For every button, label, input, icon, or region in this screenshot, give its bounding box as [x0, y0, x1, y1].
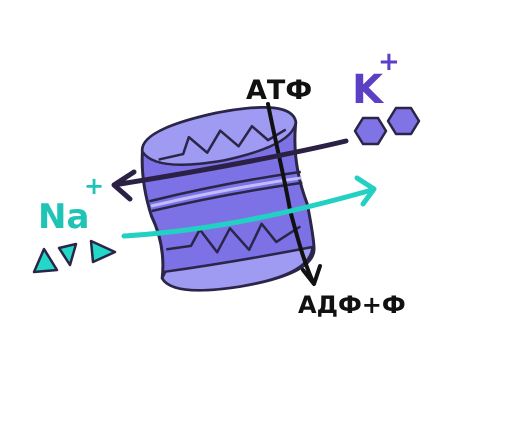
- potassium-charge: +: [378, 47, 400, 77]
- potassium-arrowhead: [111, 169, 137, 202]
- potassium-ions: [353, 106, 421, 146]
- triangle-icon: [89, 239, 117, 264]
- sodium-arrowhead: [354, 175, 377, 207]
- potassium-label: K: [352, 67, 385, 113]
- pump-protein: [140, 106, 316, 292]
- hexagon-icon: [386, 106, 421, 136]
- adp-label: АДФ+Ф: [298, 291, 406, 319]
- triangle-icon: [57, 242, 78, 267]
- hexagon-icon: [353, 116, 388, 146]
- sodium-charge: +: [84, 172, 104, 200]
- sodium-label: Na: [38, 197, 89, 237]
- sodium-ions: [32, 239, 117, 274]
- atp-label: АТФ: [246, 75, 312, 106]
- atp-arrowhead: [301, 264, 322, 286]
- triangle-icon: [32, 247, 59, 274]
- sodium-arrow: [121, 187, 375, 239]
- potassium-arrow: [117, 138, 349, 187]
